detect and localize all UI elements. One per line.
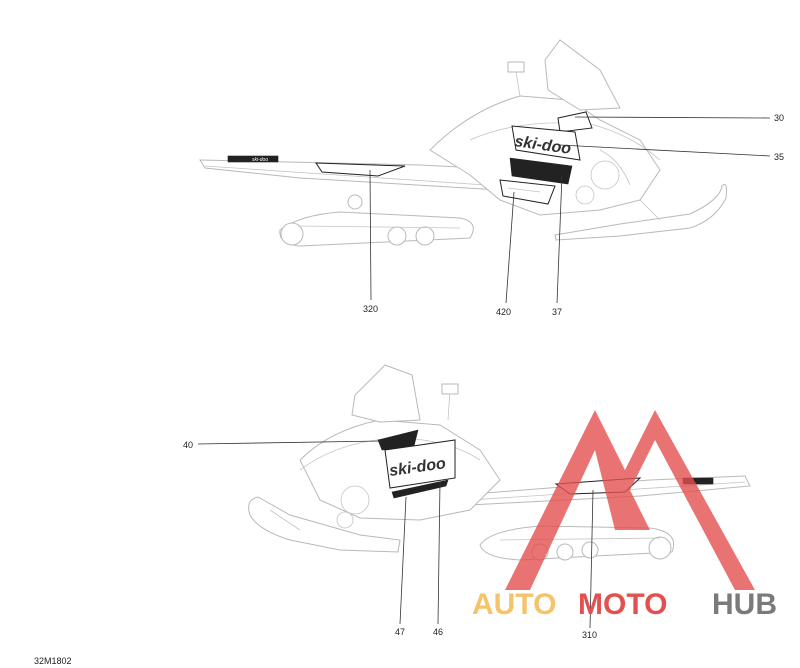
callout-30: 30 bbox=[774, 113, 784, 123]
callout-35: 35 bbox=[774, 152, 784, 162]
bottom-leader-lines bbox=[197, 440, 594, 629]
callout-37: 37 bbox=[552, 307, 562, 317]
watermark-triangle-icon bbox=[505, 410, 755, 590]
automotohub-watermark bbox=[505, 410, 755, 590]
watermark-auto: AUTO bbox=[472, 588, 556, 621]
snowmobile-top-view: ski-doo ski-doo bbox=[199, 39, 727, 247]
watermark-hub: HUB bbox=[712, 588, 777, 621]
callout-47: 47 bbox=[395, 627, 405, 637]
callout-46: 46 bbox=[433, 627, 443, 637]
callout-310: 310 bbox=[582, 630, 597, 640]
top-leader-lines bbox=[369, 116, 771, 304]
diagram-code: 32M1802 bbox=[34, 656, 72, 666]
watermark-moto: MOTO bbox=[578, 588, 667, 621]
callout-420: 420 bbox=[496, 307, 511, 317]
svg-text:ski-doo: ski-doo bbox=[252, 157, 268, 163]
watermark-text: AUTO MOTO HUB bbox=[472, 588, 777, 621]
callout-320: 320 bbox=[363, 304, 378, 314]
callout-40: 40 bbox=[183, 440, 193, 450]
